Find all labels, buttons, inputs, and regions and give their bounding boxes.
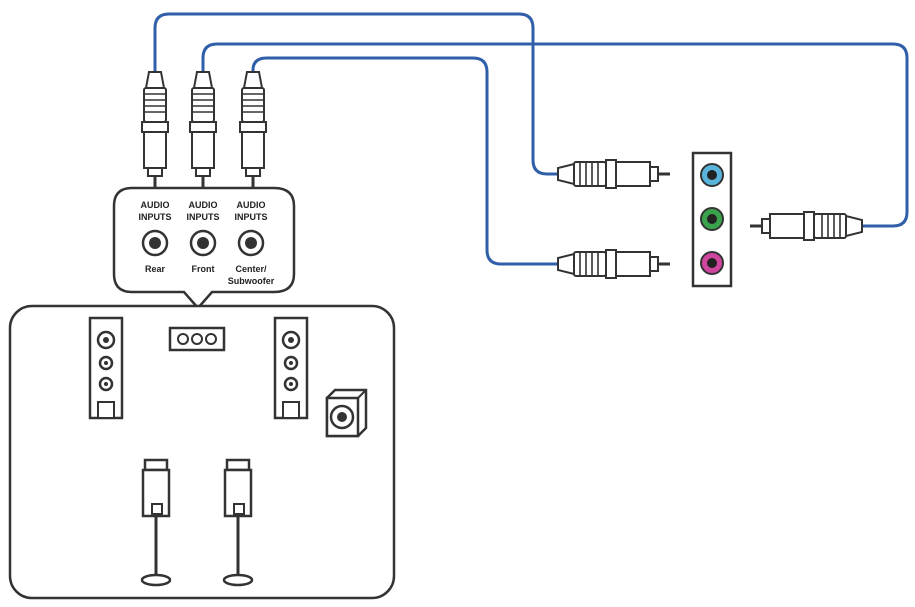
cable-center [251, 56, 558, 266]
audio-inputs-callout: AUDIO INPUTS Rear AUDIO INPUTS Front AUD… [112, 186, 296, 310]
speaker-system [8, 304, 396, 600]
cable-rear [153, 12, 558, 176]
input-rear: AUDIO INPUTS Rear [138, 200, 171, 274]
rca-plug-icon [556, 158, 672, 190]
input-header: AUDIO [141, 200, 170, 210]
tower-speaker-icon [88, 316, 124, 420]
cable-front [201, 42, 909, 228]
input-header: INPUTS [186, 212, 219, 222]
cables [153, 12, 909, 266]
audio-jack-icon[interactable] [189, 229, 217, 257]
rca-plug-icon [238, 70, 268, 192]
input-label: Center/ [235, 264, 267, 274]
input-header: AUDIO [189, 200, 218, 210]
amplifier-icon [168, 326, 226, 352]
rca-plug-icon [140, 70, 170, 192]
input-front: AUDIO INPUTS Front [186, 200, 219, 274]
input-label: Rear [145, 264, 166, 274]
audio-jack-icon[interactable] [700, 207, 724, 231]
input-header: INPUTS [138, 212, 171, 222]
rca-plug-icon [748, 210, 864, 242]
input-label: Front [192, 264, 215, 274]
audio-jack-icon[interactable] [700, 163, 724, 187]
rca-plug-icon [556, 248, 672, 280]
audio-jack-icon[interactable] [700, 251, 724, 275]
audio-port-panel [691, 151, 733, 288]
input-header: AUDIO [237, 200, 266, 210]
input-header: INPUTS [234, 212, 267, 222]
input-center-subwoofer: AUDIO INPUTS Center/ Subwoofer [228, 200, 275, 286]
audio-jack-icon[interactable] [237, 229, 265, 257]
input-label: Subwoofer [228, 276, 275, 286]
rca-plug-icon [188, 70, 218, 192]
subwoofer-icon [325, 388, 368, 438]
audio-jack-icon[interactable] [141, 229, 169, 257]
tower-speaker-icon [273, 316, 309, 420]
